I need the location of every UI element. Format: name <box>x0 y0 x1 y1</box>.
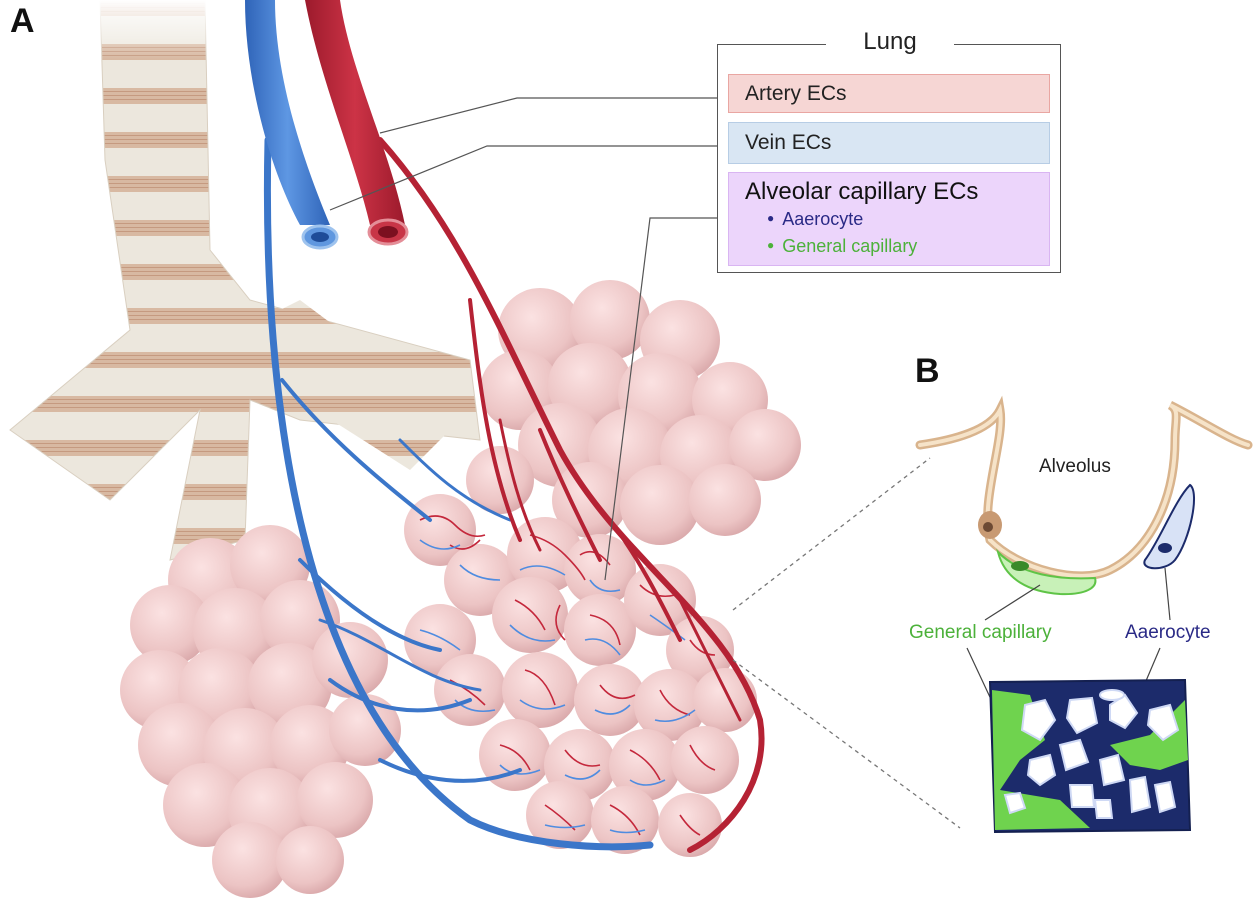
artery-trunk <box>305 0 409 246</box>
legend-alveolar: Alveolar capillary ECs ● Aaerocyte ● Gener… <box>728 172 1050 266</box>
legend-subtype-general-label: General capillary <box>782 236 918 256</box>
artery-network <box>377 137 765 853</box>
panel-label-a: A <box>10 2 35 40</box>
capillary-mesh <box>988 678 1192 834</box>
alveolus-wall <box>915 395 1253 581</box>
bullet-icon: ● <box>767 211 775 225</box>
leader-lines <box>329 97 727 581</box>
bullet-icon: ● <box>767 238 775 252</box>
bronchial-tree <box>9 0 481 561</box>
legend-subtype-aerocyte-label: Aaerocyte <box>782 209 864 229</box>
legend-vein-label: Vein ECs <box>745 131 832 154</box>
legend-subtype-aerocyte: ● Aaerocyte <box>745 207 1049 234</box>
right-alveoli-cluster <box>466 280 801 545</box>
capillary-alveoli-cluster <box>404 494 757 857</box>
aerocyte-label: Aaerocyte <box>1125 622 1211 643</box>
zoom-lines <box>732 457 961 829</box>
legend-title: Lung <box>826 23 954 61</box>
left-alveoli-cluster <box>120 525 401 898</box>
vein-network <box>263 136 654 851</box>
legend-artery-label: Artery ECs <box>745 81 847 105</box>
panel-label-b: B <box>915 352 940 390</box>
general-capillary-label: General capillary <box>909 622 1052 643</box>
lung-legend: Lung Artery ECs Vein ECs Alveolar capill… <box>717 23 1061 273</box>
alveolus-label: Alveolus <box>1039 456 1111 477</box>
legend-artery: Artery ECs <box>728 74 1050 113</box>
aerocyte-cell <box>1143 483 1196 570</box>
general-capillary-cell <box>996 548 1097 596</box>
legend-vein: Vein ECs <box>728 122 1050 164</box>
legend-alveolar-label: Alveolar capillary ECs <box>745 178 979 205</box>
vein-trunk <box>245 0 339 250</box>
legend-subtype-general: ● General capillary <box>745 234 1049 261</box>
